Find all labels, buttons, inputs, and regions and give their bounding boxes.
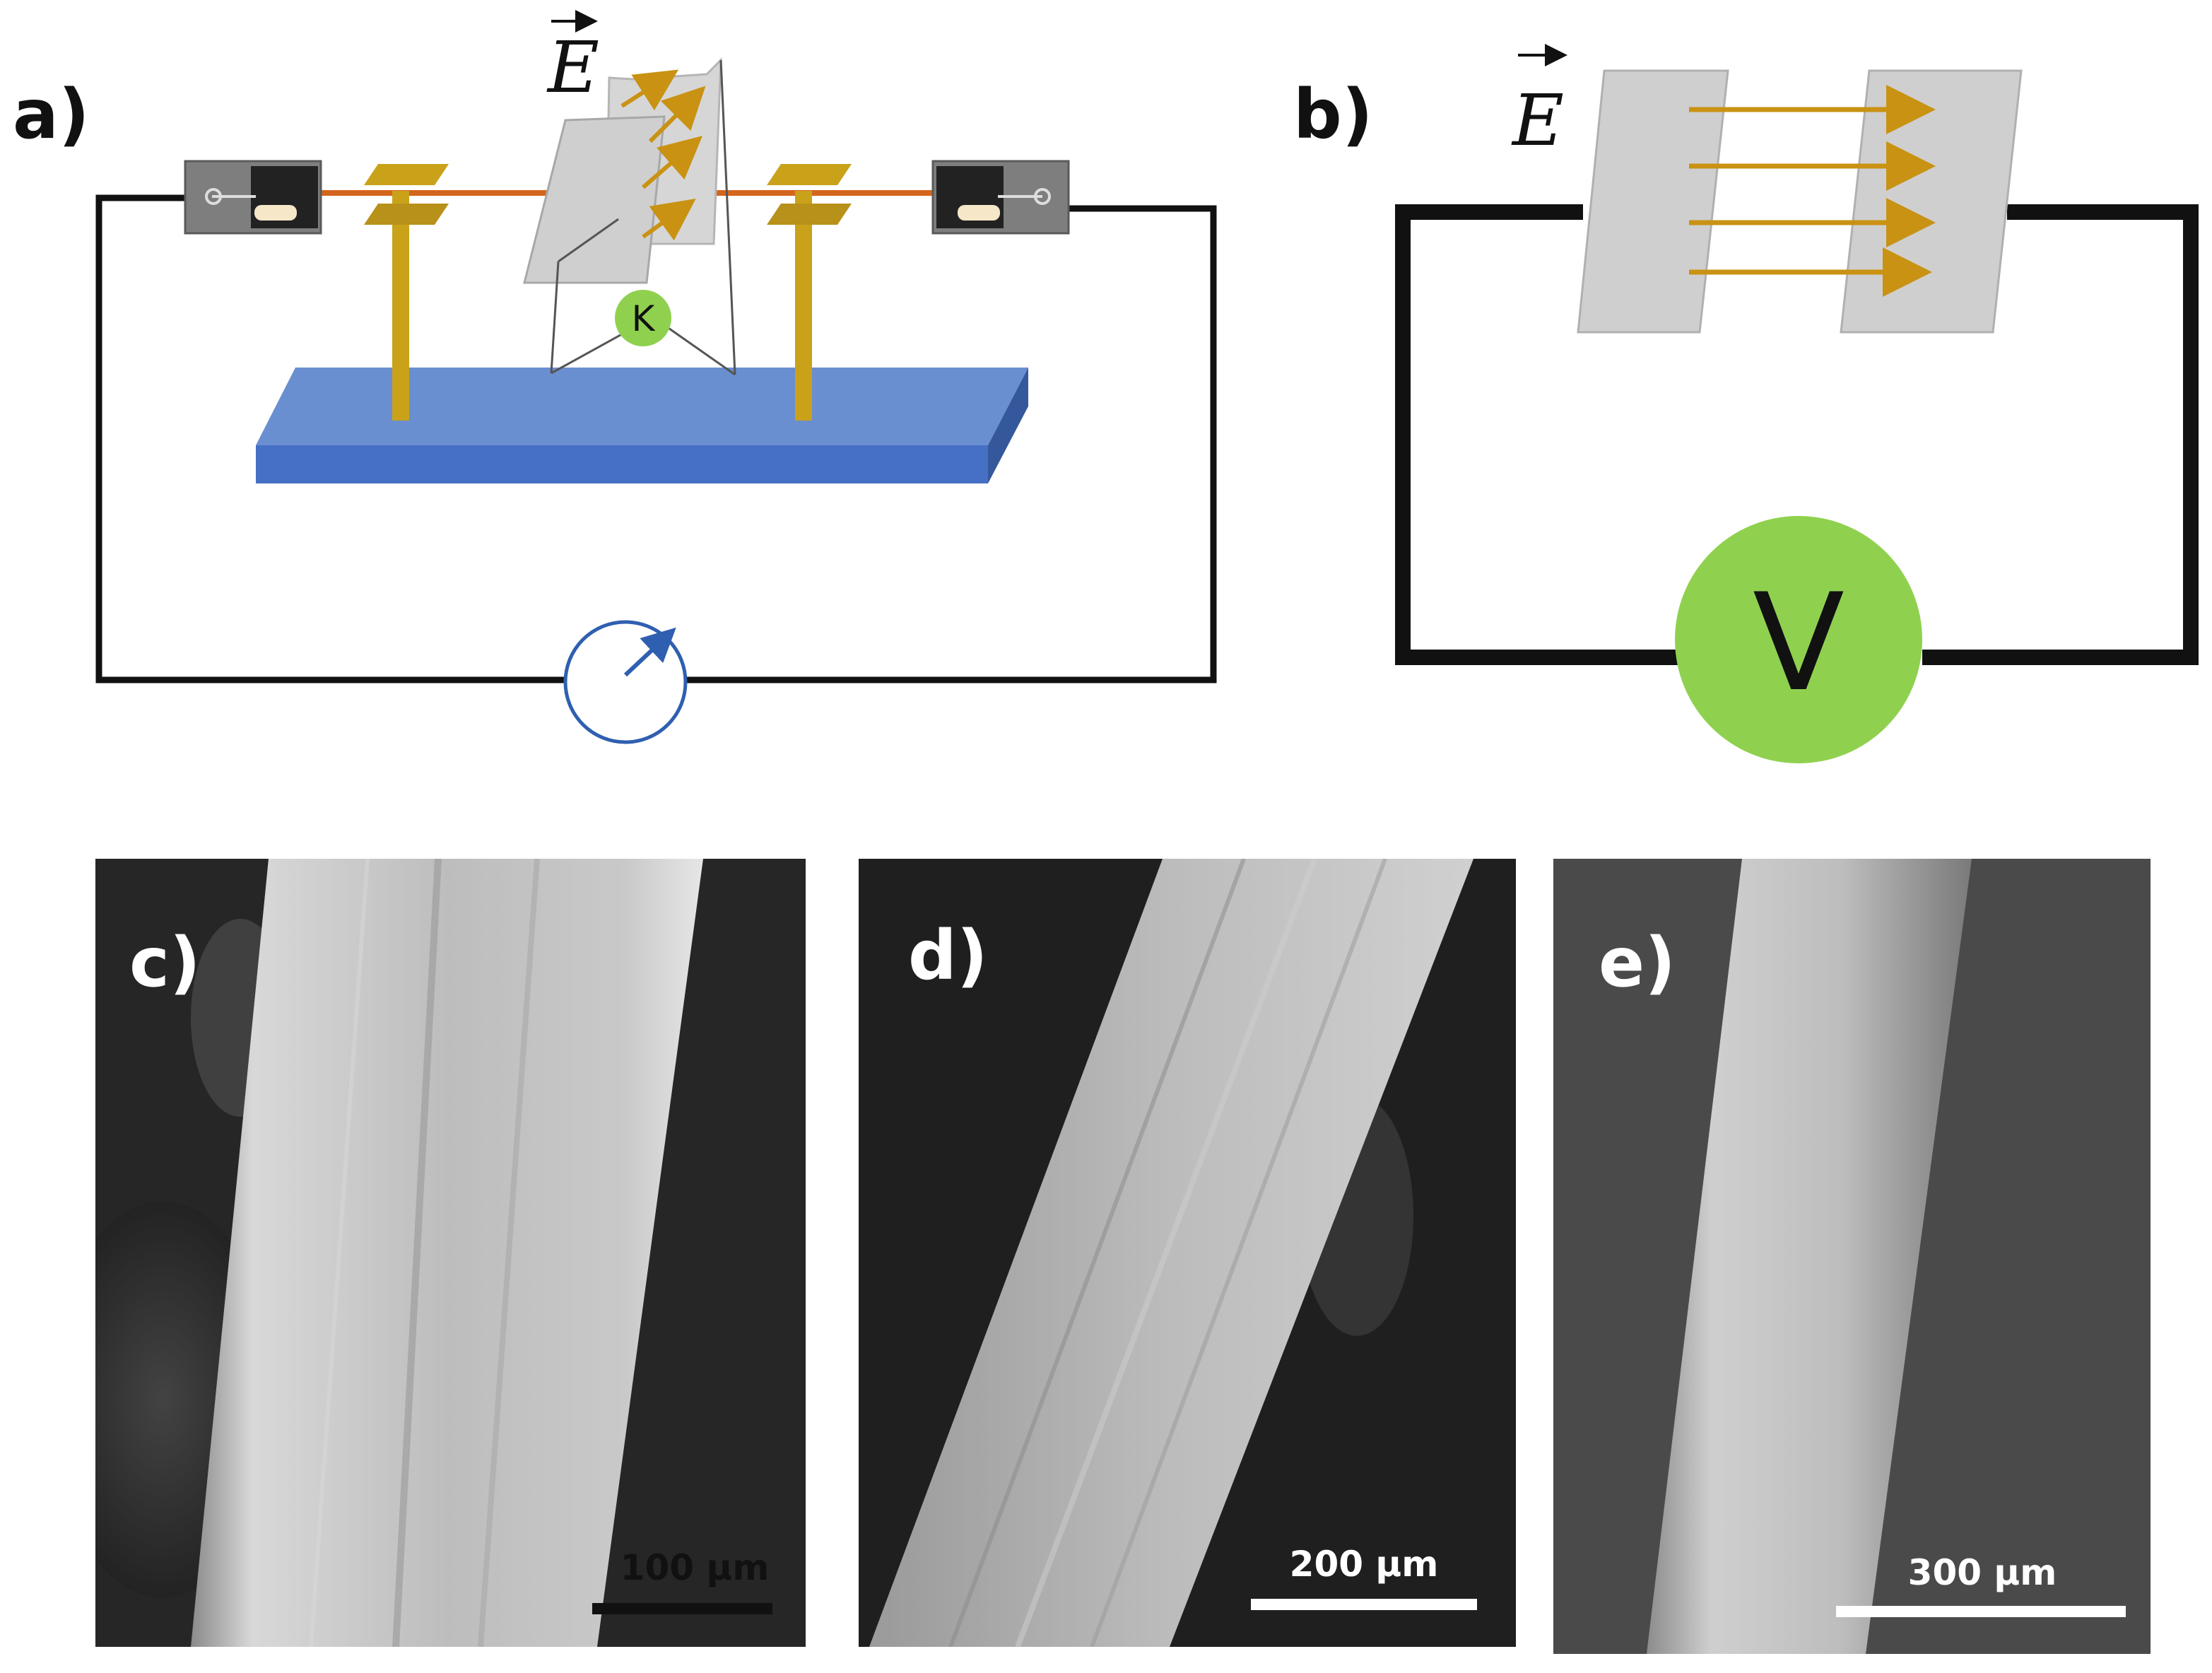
panel-e-label: e) [1599, 923, 1676, 1002]
panel-c-fiber [191, 859, 703, 1647]
panel-d-fiber [869, 859, 1473, 1647]
panel-a-base [256, 368, 1028, 483]
probe-icon: K [615, 290, 671, 346]
panel-a-label: a) [13, 75, 90, 154]
panel-b-field-arrows [1689, 85, 1936, 297]
panel-d: d) 200 µm [859, 859, 1516, 1647]
panel-b-field-label: E [1511, 44, 1567, 162]
panel-e-fiber [1647, 859, 1972, 1654]
panel-d-scale-label: 200 µm [1290, 1544, 1439, 1585]
ammeter-icon [563, 620, 688, 744]
panel-b-circuit-wire [1395, 204, 2199, 665]
panel-c: c) 100 µm [95, 859, 806, 1647]
panel-a-support-right [767, 164, 852, 421]
panel-b-label: b) [1293, 75, 1373, 154]
panel-a-capacitor [523, 57, 736, 376]
panel-a-field-label: E [546, 10, 599, 109]
panel-a: a) [13, 10, 1217, 744]
voltmeter-label: V [1753, 565, 1845, 721]
panel-c-scale-label: 100 µm [620, 1547, 770, 1588]
panel-d-scale-bar [1251, 1599, 1477, 1610]
svg-text:E: E [546, 26, 599, 109]
panel-b: b) E V [1293, 44, 2199, 763]
panel-d-label: d) [908, 916, 988, 995]
panel-e-scale-label: 300 µm [1908, 1552, 2057, 1593]
clamp-icon [184, 160, 322, 235]
voltmeter-icon: V [1675, 516, 1922, 763]
panel-a-circuit-wire [95, 194, 1217, 683]
panel-e-scale-bar [1836, 1606, 2126, 1617]
probe-label: K [632, 298, 656, 339]
clamp-icon [931, 160, 1070, 235]
panel-a-support-left [364, 164, 449, 421]
panel-b-plate-left [1577, 69, 1729, 334]
panel-c-label: c) [129, 923, 201, 1002]
panel-c-scale-bar [592, 1603, 772, 1614]
svg-text:E: E [1511, 79, 1564, 162]
panel-e: e) 300 µm [1553, 859, 2151, 1654]
